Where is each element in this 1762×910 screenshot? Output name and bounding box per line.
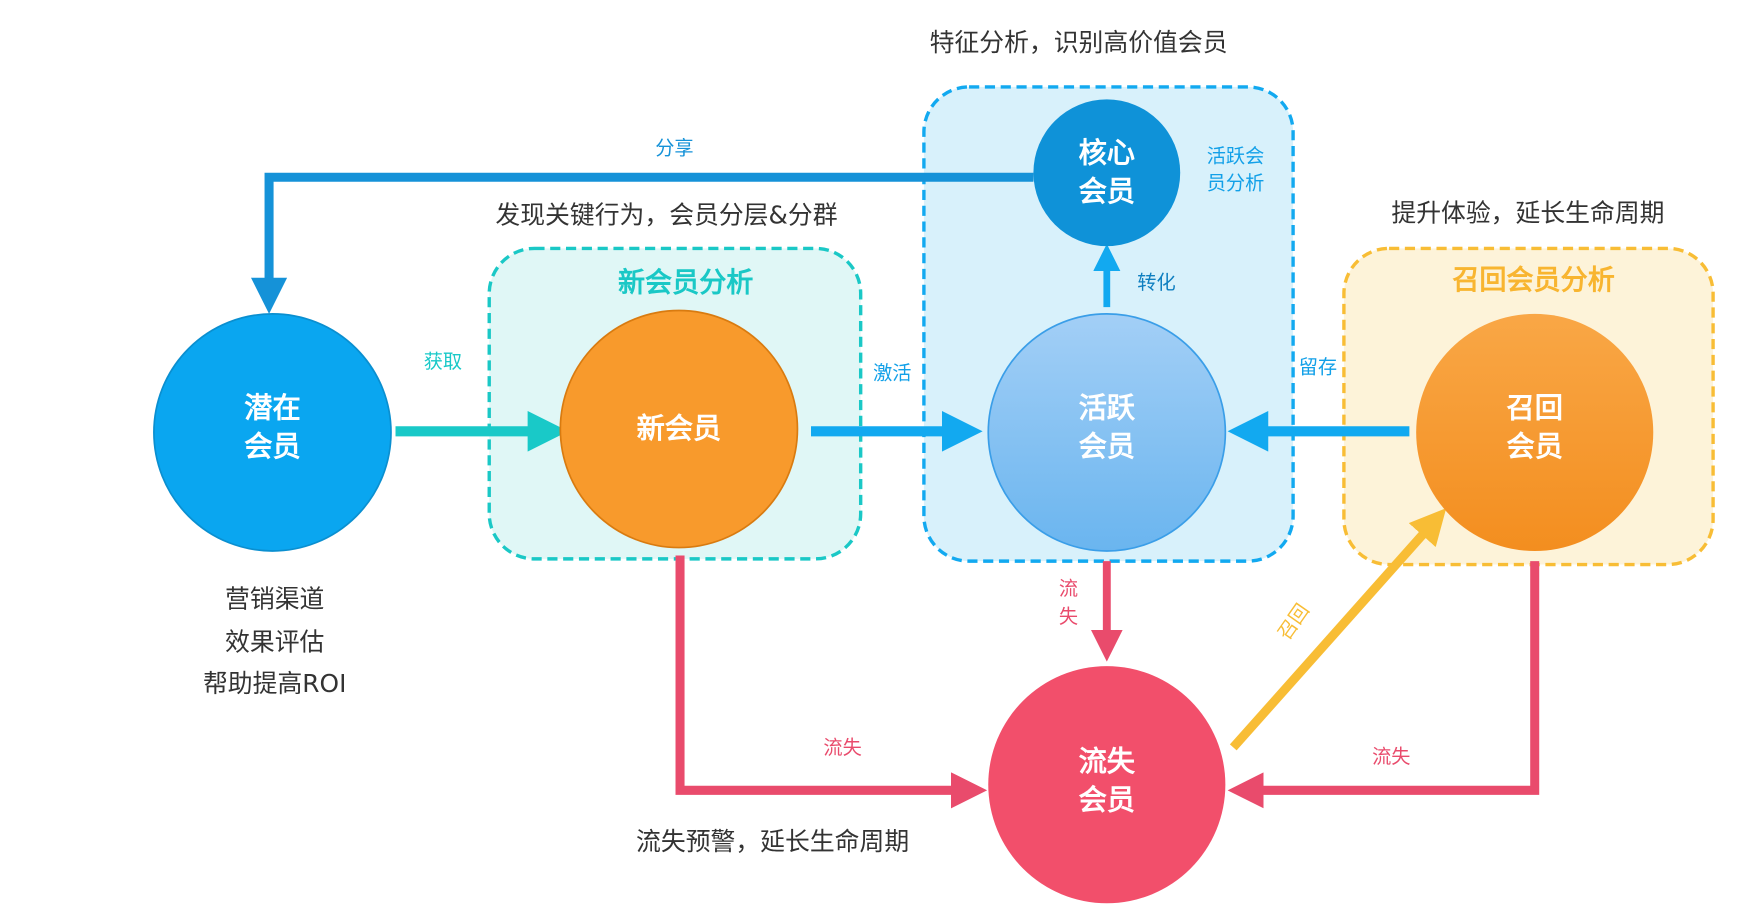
recall-edge-label: 召回 [1273,599,1314,644]
churn-new-label: 流失 [823,736,861,759]
core-member-node[interactable] [1033,99,1181,247]
recall-member-node[interactable] [1416,313,1654,551]
lost-label-2: 会员 [1079,784,1135,817]
discover-behavior-note: 发现关键行为，会员分层&分群 [495,201,837,230]
feature-analysis-note: 特征分析，识别高价值会员 [930,28,1228,57]
active-label-1: 活跃 [1079,392,1136,425]
share-label: 分享 [655,137,693,160]
core-label-1: 核心 [1079,137,1135,170]
churn-recall-arrow [1227,561,1540,809]
new-member-node[interactable] [559,309,799,549]
active-analysis-title-1: 活跃会 [1207,145,1265,168]
churn-recall-label: 流失 [1372,745,1410,768]
acquire-label: 获取 [424,350,462,373]
recall-arrow [1229,508,1447,751]
churn-warning-note: 流失预警，延长生命周期 [636,827,909,856]
active-analysis-title-2: 员分析 [1207,172,1265,195]
lost-label-1: 流失 [1079,745,1136,778]
share-arrow [251,172,1034,314]
churn-active-label-1: 流 [1059,577,1078,600]
active-member-node[interactable] [987,313,1227,552]
core-label-2: 会员 [1079,175,1135,208]
marketing-note-1: 营销渠道 [225,584,324,613]
churn-new-arrow [675,555,988,809]
lost-member-node[interactable] [988,666,1226,904]
new-label: 新会员 [637,412,722,445]
recall-label-1: 召回 [1506,392,1562,425]
new-analysis-title: 新会员分析 [618,266,753,298]
marketing-note-3: 帮助提高ROI [203,669,346,698]
potential-label-1: 潜在 [244,392,300,425]
recall-analysis-title: 召回会员分析 [1452,265,1614,296]
churn-active-label-2: 失 [1059,605,1078,628]
retain-label: 留存 [1299,356,1337,379]
active-label-2: 会员 [1079,430,1135,463]
potential-member-node[interactable] [153,313,392,552]
potential-label-2: 会员 [244,430,300,463]
recall-label-2: 会员 [1506,430,1562,463]
marketing-note-2: 效果评估 [225,627,324,656]
convert-label: 转化 [1137,271,1175,294]
activate-label: 激活 [873,361,911,384]
improve-experience-note: 提升体验，延长生命周期 [1391,198,1664,227]
